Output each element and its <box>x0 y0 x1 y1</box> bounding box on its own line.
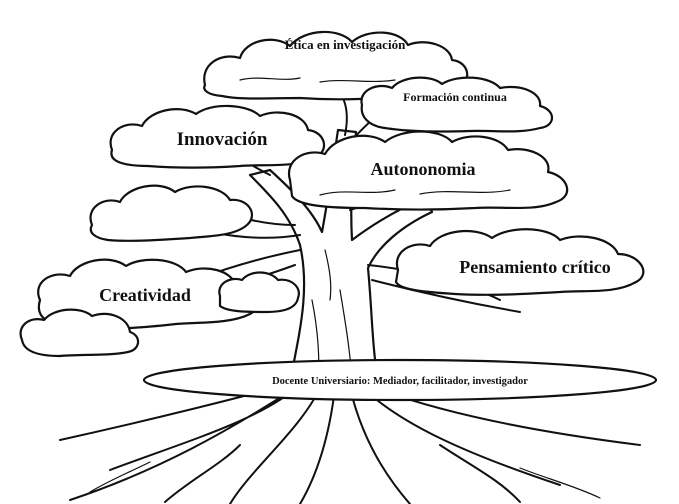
label-creatividad: Creatividad <box>99 285 191 305</box>
foliage-creatividad <box>21 260 299 356</box>
foliage-left-mid <box>91 186 252 241</box>
label-autonomia: Autononomia <box>370 159 475 179</box>
label-pensamiento: Pensamiento crítico <box>459 257 610 277</box>
label-base: Docente Universiario: Mediador, facilita… <box>272 376 528 387</box>
label-formacion: Formación continua <box>403 90 507 104</box>
label-innovacion: Innovación <box>177 129 268 150</box>
roots <box>60 384 640 504</box>
label-etica: Ética en investigación <box>285 37 406 52</box>
